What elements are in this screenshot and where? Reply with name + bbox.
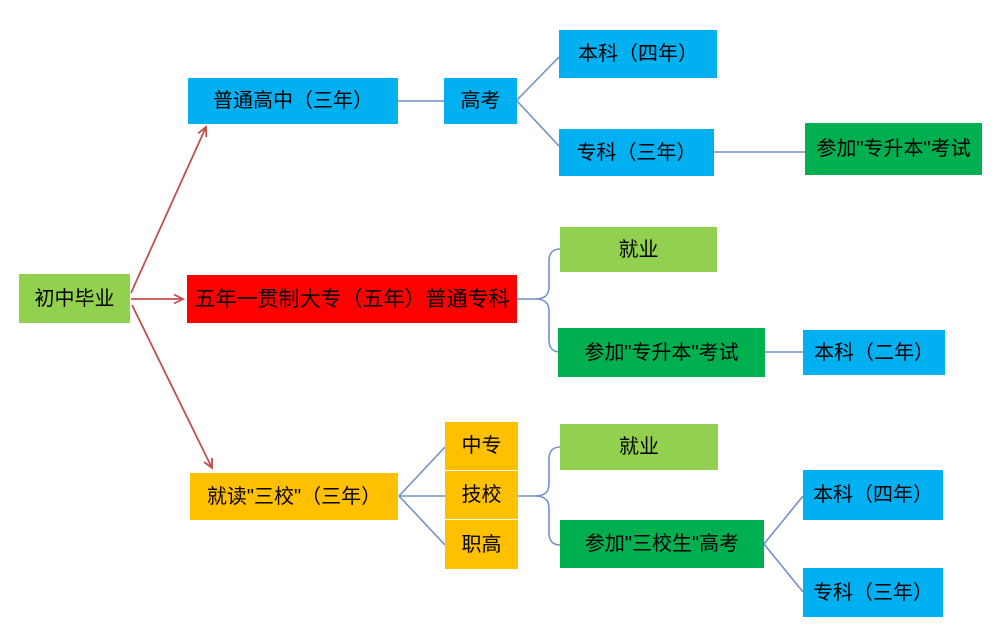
node-benke-si-nian-bottom: 本科（四年） — [803, 470, 943, 520]
node-zhuanshengben-top: 参加"专升本"考试 — [805, 123, 982, 175]
node-gaokao: 高考 — [444, 78, 517, 124]
node-putong-gaozhong: 普通高中（三年） — [188, 78, 398, 124]
node-chuzhong-biye: 初中毕业 — [19, 274, 130, 323]
node-wunian-yiguanzhi: 五年一贯制大专（五年）普通专科 — [187, 275, 517, 323]
node-jiudu-sanxiao: 就读"三校"（三年） — [190, 473, 398, 520]
brace-wunian — [517, 248, 561, 353]
node-sanxiaosheng-gaokao: 参加"三校生"高考 — [560, 520, 764, 568]
node-zhuanke-san-nian-top: 专科（三年） — [559, 129, 714, 176]
arrow-to-gaozhong — [130, 125, 208, 294]
node-zhuanshengben-mid: 参加"专升本"考试 — [558, 328, 765, 377]
node-jiuye-mid: 就业 — [560, 227, 717, 272]
line-gaokao-zhuanke3 — [516, 100, 560, 147]
node-zhongzhuan: 中专 — [445, 422, 518, 470]
fan-jiudu — [398, 446, 446, 546]
node-zhigao: 职高 — [445, 520, 518, 569]
fan-sanxiaosheng — [763, 495, 804, 593]
node-benke-er-nian: 本科（二年） — [803, 330, 945, 375]
line-gaokao-benke4 — [516, 56, 560, 101]
node-zhuanke-san-nian-bottom: 专科（三年） — [803, 568, 943, 617]
node-jixiao: 技校 — [445, 471, 518, 519]
brace-jixiao — [518, 446, 561, 546]
node-benke-si-nian-top: 本科（四年） — [559, 30, 717, 78]
node-jiuye-bottom: 就业 — [560, 424, 718, 470]
arrow-to-jiudu — [131, 304, 213, 470]
